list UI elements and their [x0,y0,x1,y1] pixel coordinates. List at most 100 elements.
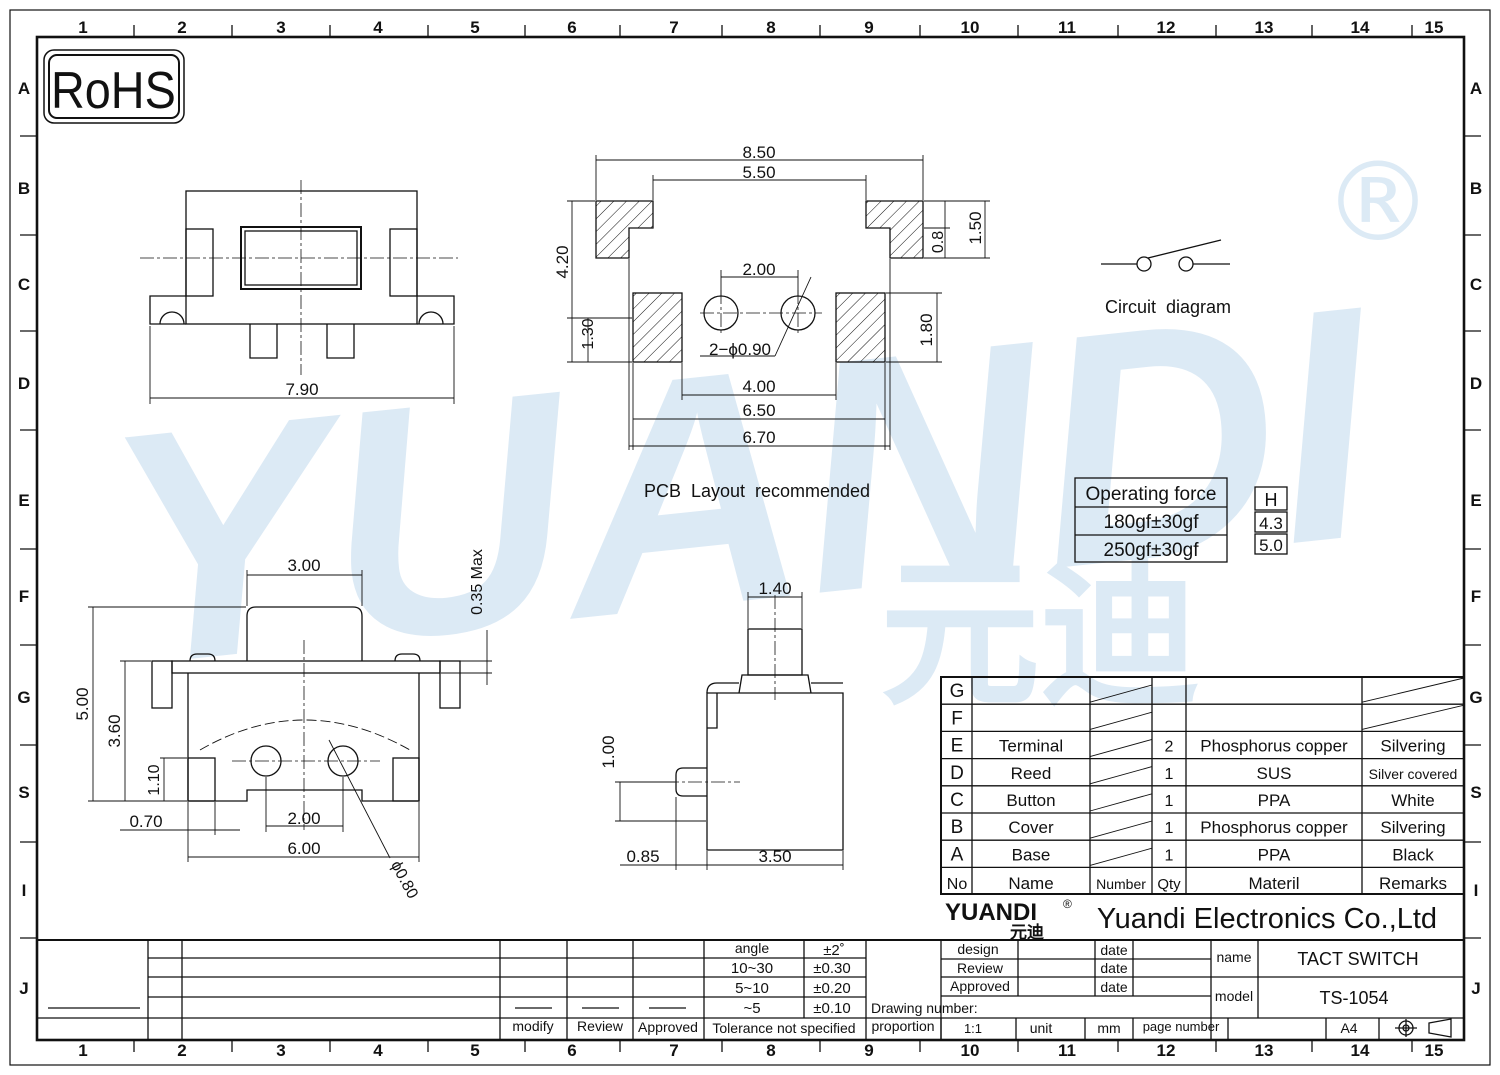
bom-header-number: Number [1096,876,1146,892]
zone-col-top: 4 [373,18,383,37]
company-banner: YUANDI 元迪 ® Yuandi Electronics Co.,Ltd [941,897,1464,942]
zone-col-top: 1 [78,18,87,37]
dim-pcb-pad-h: 1.30 [580,318,597,349]
bom-material: Phosphorus copper [1200,737,1348,756]
dim-front-top: 3.00 [287,556,320,575]
tol-footer: Tolerance not specified [712,1020,855,1036]
zone-row-left: A [18,79,30,98]
zone-row-right: S [1470,783,1481,802]
projection-symbol-icon [1395,1018,1452,1038]
tb-proportion: proportion [871,1018,934,1034]
zone-row-left: C [18,275,30,294]
pcb-layout: 8.50 5.50 4.20 0.8 1.50 2.00 2−ϕ0.90 1.3… [553,143,990,501]
zone-col-bottom: 7 [669,1041,678,1060]
company-logo-cjk: 元迪 [1010,922,1044,942]
bom-name: Terminal [999,737,1063,756]
circuit-caption: Circuit diagram [1105,297,1231,317]
dim-front-leg: 1.10 [146,764,163,795]
dim-pcb-overall: 8.50 [742,143,775,162]
tb-page-number: page number [1143,1019,1220,1034]
tb-approved: Approved [950,978,1010,994]
dim-side-pin-len: 0.85 [626,847,659,866]
revision-block: angle ±2˚ 10~30±0.305~10±0.20~5±0.10 Tol… [37,939,941,1040]
tol-value: ±0.30 [813,960,850,977]
force-header: Operating force [1086,484,1217,505]
title-block: design Review Approved date date date Dr… [866,940,1464,1040]
zone-row-right: G [1469,688,1482,707]
zone-row-left: F [19,587,29,606]
dim-pcb-height: 4.20 [553,245,572,278]
tb-name-value: TACT SWITCH [1297,949,1418,969]
dim-pcb-pad-inner: 4.00 [742,377,775,396]
bom-qty: 1 [1165,793,1174,810]
dim-front-max: 0.35 Max [469,549,486,615]
rev-approved: Approved [638,1019,698,1035]
bom-name: Base [1012,845,1051,864]
dim-side-depth: 3.50 [758,847,791,866]
dim-side-actuator: 1.40 [758,579,791,598]
bom-no: C [950,790,964,811]
bom-no: B [951,817,964,838]
top-view: 7.90 [140,180,458,404]
force-row-2: 250gf±30gf [1104,540,1200,561]
zone-row-left: I [22,881,27,900]
pcb-caption: PCB Layout recommended [644,481,870,501]
circuit-diagram: Circuit diagram [1101,239,1231,317]
bom-no: A [951,844,964,865]
zone-row-right: C [1470,275,1482,294]
rohs-badge: RoHS [43,49,185,124]
zone-col-top: 15 [1425,18,1444,37]
zone-col-bottom: 15 [1425,1041,1444,1060]
zone-col-bottom: 12 [1157,1041,1176,1060]
rev-review: Review [577,1018,624,1034]
bom-qty: 1 [1165,847,1174,864]
zone-row-left: G [17,688,30,707]
zone-col-top: 6 [567,18,576,37]
dim-pcb-hole-pitch: 2.00 [742,260,775,279]
dim-front-pitch: 2.00 [287,809,320,828]
dim-front-hole: ϕ0.80 [387,858,421,901]
dim-top-width: 7.90 [285,380,318,399]
force-h-2: 5.0 [1259,536,1283,555]
tol-range: ~5 [743,1000,760,1017]
watermark-reg: ® [1323,138,1433,266]
tol-angle-label: angle [735,940,769,956]
bom-remark: White [1391,791,1434,810]
bom-material: PPA [1258,845,1291,864]
zone-col-top: 12 [1157,18,1176,37]
zone-row-right: I [1474,881,1479,900]
zone-markers: 1122334455667788991010111112121313141415… [17,18,1482,1060]
zone-row-right: B [1470,179,1482,198]
rohs-label: RoHS [51,62,176,120]
tb-size: A4 [1340,1020,1357,1036]
tb-date-2: date [1100,960,1127,976]
zone-col-bottom: 11 [1058,1041,1076,1060]
dim-front-offset: 0.70 [129,812,162,831]
zone-col-bottom: 4 [373,1041,383,1060]
zone-row-left: J [19,979,28,998]
zone-col-bottom: 3 [276,1041,285,1060]
bom-qty: 2 [1165,739,1174,756]
bom-header-name: Name [1008,874,1053,893]
dim-pcb-pad-outer: 6.70 [742,428,775,447]
bom-header-no: No [947,876,968,893]
zone-row-left: B [18,179,30,198]
front-view: 3.00 0.35 Max 5.00 3.60 1.10 0.70 2.00 6… [73,549,492,902]
zone-col-bottom: 10 [961,1041,980,1060]
bom-no: D [950,763,964,784]
zone-col-bottom: 2 [177,1041,186,1060]
zone-row-left: E [18,491,29,510]
company-logo: YUANDI [945,899,1037,926]
tb-name-label: name [1216,949,1251,965]
tb-date-1: date [1100,942,1127,958]
bom-remark: Silver covered [1369,766,1458,782]
dim-pcb-holes: 2−ϕ0.90 [709,340,771,359]
tb-unit-value: mm [1097,1020,1120,1036]
tol-value: ±0.10 [813,1000,850,1017]
force-h-header: H [1265,490,1278,510]
dim-side-pin: 1.00 [599,735,618,768]
zone-col-top: 5 [470,18,479,37]
zone-col-bottom: 14 [1351,1041,1370,1060]
bom-remark: Black [1392,845,1434,864]
